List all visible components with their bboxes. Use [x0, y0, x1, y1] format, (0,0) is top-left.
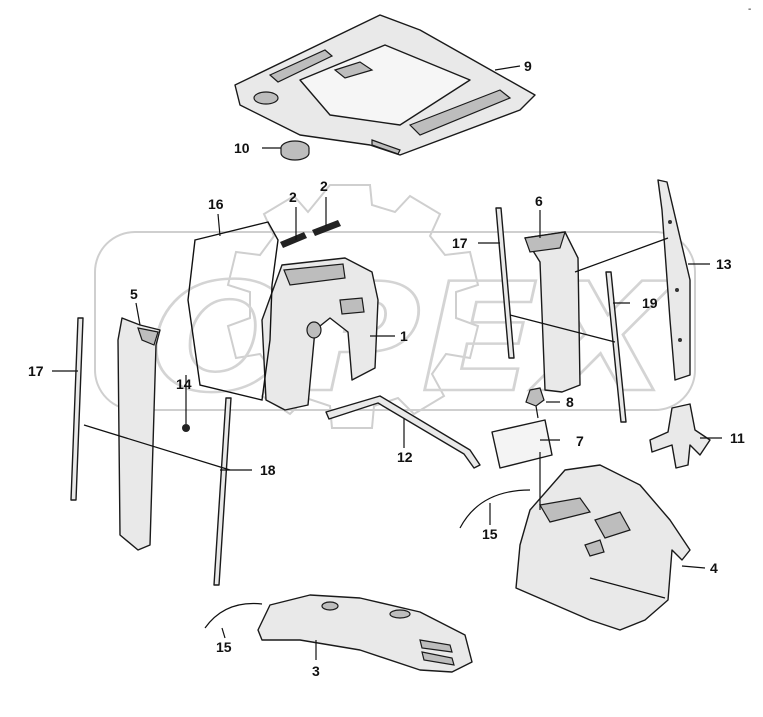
callout-1: 1 [400, 328, 408, 344]
part-1-column-shroud [261, 257, 379, 411]
pad-left [280, 232, 307, 248]
part-12-rod [325, 395, 481, 469]
callout-3-v: 3 [312, 663, 320, 679]
callout-4-v: 4 [710, 560, 718, 576]
part-19-strip [605, 271, 627, 423]
callout-17b: 17 [452, 235, 468, 251]
corner-mark: - [748, 4, 751, 15]
callout-10: 10 [234, 140, 250, 156]
part-16-panel [187, 221, 279, 401]
callout-14: 14 [176, 376, 192, 392]
callout-8-v: 8 [566, 394, 574, 410]
part-18-strip [213, 397, 232, 586]
part-9-roof-panel [234, 14, 536, 156]
callout-12: 12 [397, 449, 413, 465]
callout-17a: 17 [28, 363, 44, 379]
callout-19: 19 [642, 295, 658, 311]
pad-right [312, 220, 341, 236]
part-4-dash-panel [515, 464, 691, 631]
callout-13: 13 [716, 256, 732, 272]
watermark-text: OPEX [150, 252, 677, 426]
callout-6: 6 [535, 193, 543, 209]
watermark: OPEX [94, 184, 696, 429]
callout-2b: 2 [320, 178, 328, 194]
watermark-gear [226, 184, 480, 429]
part-13-pillar-trim [657, 179, 691, 381]
part-7-plate [491, 419, 553, 469]
callout-18: 18 [260, 462, 276, 478]
part-2-pads [280, 220, 341, 248]
callout-16: 16 [208, 196, 224, 212]
part-15-arc-upper [459, 489, 531, 529]
part-15-arc-lower [204, 602, 263, 629]
callout-9: 9 [524, 58, 532, 74]
callouts: 9 10 1 2 2 16 14 5 17 18 12 17 6 19 13 1… [28, 58, 745, 655]
part-3-dash-cover [257, 594, 473, 673]
callout-7-v: 7 [576, 433, 584, 449]
callout-11: 11 [730, 430, 745, 446]
part-6-pillar-trim [524, 231, 581, 393]
part-14-screw [182, 424, 190, 432]
callout-15a: 15 [482, 526, 498, 542]
callout-5: 5 [130, 286, 138, 302]
callout-2a: 2 [289, 189, 297, 205]
leader-lines [52, 65, 722, 660]
part-17-strip-left [70, 317, 84, 501]
part-10-cap [280, 140, 310, 161]
part-17-strip-right [495, 207, 515, 359]
callout-15b: 15 [216, 639, 232, 655]
part-11-connector [649, 403, 711, 469]
part-5-pillar-trim [117, 317, 161, 551]
part-8-clip [525, 387, 545, 419]
